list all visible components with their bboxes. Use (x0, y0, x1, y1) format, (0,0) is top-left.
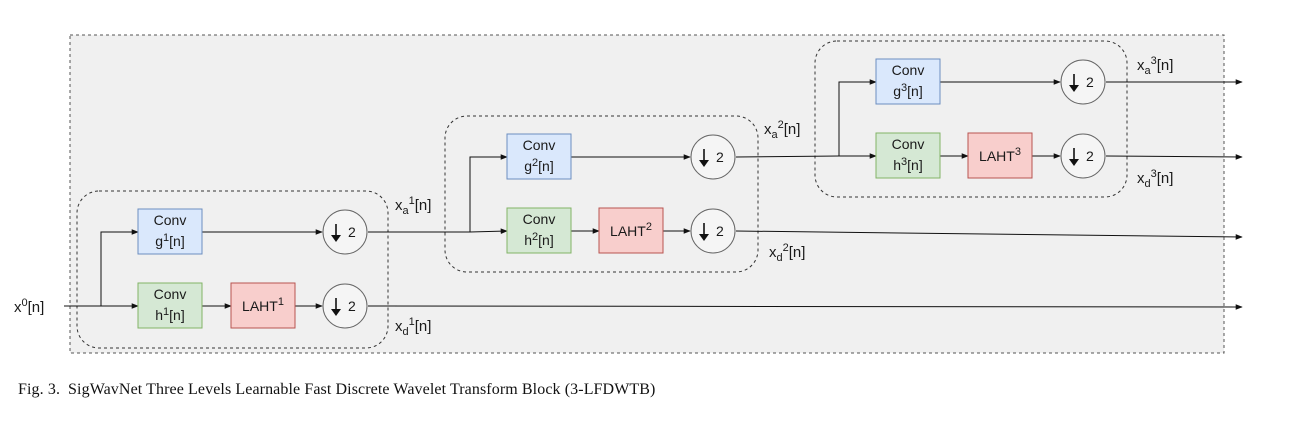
figure-number: Fig. 3. (18, 381, 61, 398)
conv-g1-label: Conv (154, 212, 187, 228)
level-3-group (814, 40, 1128, 198)
down-arrow-icon (1069, 148, 1079, 166)
conv-h3-box (875, 132, 941, 179)
laht-3-box (967, 132, 1033, 179)
conv-h2-label: Conv (523, 211, 556, 227)
caption-text: SigWavNet Three Levels Learnable Fast Di… (68, 381, 656, 398)
input-to-g1 (100, 229, 139, 306)
downsample-d1 (322, 283, 368, 329)
downsample-d3-label: 2 (1086, 148, 1094, 164)
approx-2-out (735, 155, 840, 158)
signal-connectors (64, 79, 1243, 310)
h1-filter-label: h1[n] (155, 306, 185, 323)
h2-filter-label: h2[n] (524, 231, 554, 248)
level-1: Conv g1[n] Conv h1[n] LAHT1 2 2 (137, 208, 368, 329)
down-arrow-icon (699, 223, 709, 241)
laht-1-label: LAHT1 (242, 296, 284, 314)
detail-3-out (1105, 154, 1243, 160)
g1-filter-label: g1[n] (155, 232, 185, 249)
level-2-group (444, 115, 759, 273)
conv-h2-box (506, 207, 572, 254)
down-arrow-icon (331, 298, 341, 316)
down-arrow-icon (1069, 74, 1079, 92)
conv-g2-label: Conv (523, 137, 556, 153)
h3-filter-label: h3[n] (893, 156, 923, 173)
detail-2-label: xd2[n] (769, 242, 805, 264)
approx-2-label: xa2[n] (764, 119, 800, 141)
conv-g3-box (875, 58, 941, 105)
detail-2-out (735, 230, 1243, 240)
downsample-a1 (322, 209, 368, 255)
downsample-a1-label: 2 (348, 224, 356, 240)
a2-to-g3 (838, 79, 877, 156)
downsample-a3-label: 2 (1086, 74, 1094, 90)
conv-h3-label: Conv (892, 136, 925, 152)
approx-1-label: xa1[n] (395, 195, 431, 217)
level-2: Conv g2[n] Conv h2[n] LAHT2 2 2 (506, 133, 736, 254)
detail-1-label: xd1[n] (395, 316, 431, 338)
conv-h1-label: Conv (154, 286, 187, 302)
down-arrow-icon (699, 149, 709, 167)
downsample-d2 (690, 208, 736, 254)
conv-g1-box (137, 208, 203, 255)
level-1-group (76, 190, 389, 349)
downsample-d1-label: 2 (348, 298, 356, 314)
down-arrow-icon (331, 224, 341, 242)
downsample-a3 (1060, 59, 1106, 105)
downsample-a2 (690, 134, 736, 180)
conv-h1-box (137, 282, 203, 329)
level-3: Conv g3[n] Conv h3[n] LAHT3 2 2 (875, 58, 1106, 179)
downsample-a2-label: 2 (716, 149, 724, 165)
laht-2-box (598, 207, 664, 254)
figure-caption: Fig. 3. SigWavNet Three Levels Learnable … (18, 381, 656, 399)
laht-3-label: LAHT3 (979, 146, 1021, 164)
a1-to-h2 (469, 228, 508, 234)
conv-g3-label: Conv (892, 62, 925, 78)
laht-2-label: LAHT2 (610, 221, 652, 239)
conv-g2-box (506, 133, 572, 180)
a1-to-g2 (469, 154, 508, 232)
g3-filter-label: g3[n] (893, 82, 923, 99)
detail-1-out (367, 304, 1243, 310)
approx-3-label: xa3[n] (1137, 55, 1173, 77)
downsample-d2-label: 2 (716, 223, 724, 239)
g2-filter-label: g2[n] (524, 157, 554, 174)
detail-3-label: xd3[n] (1137, 168, 1173, 190)
input-signal-label: x0[n] (14, 297, 44, 316)
laht-1-box (230, 282, 296, 329)
downsample-d3 (1060, 133, 1106, 179)
